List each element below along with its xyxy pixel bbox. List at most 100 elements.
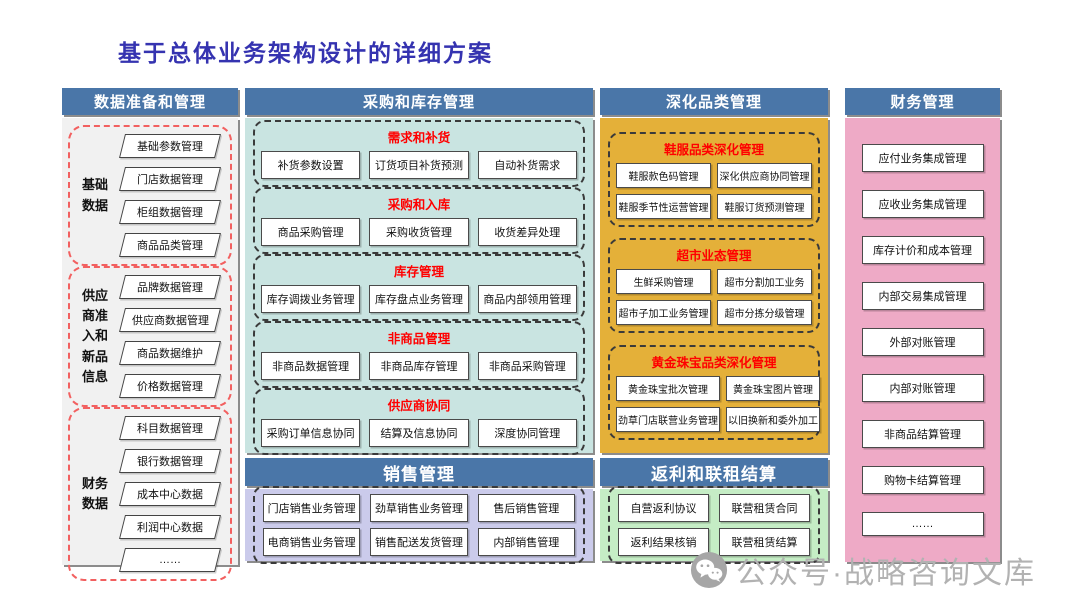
- module-box: 返利结果核销: [618, 528, 709, 556]
- module-box: 利润中心数据: [119, 515, 221, 539]
- sales-row: 门店销售业务管理 劲草销售业务管理 售后销售管理: [263, 494, 575, 522]
- module-box: 联营租赁合同: [719, 494, 810, 522]
- section-title: 超市业态管理: [676, 249, 752, 263]
- module-box: 电商销售业务管理: [263, 528, 361, 556]
- panel-rebate: 自营返利协议 联营租赁合同 返利结果核销 联营租赁结算: [600, 486, 828, 564]
- module-box: 销售配送发货管理: [370, 528, 468, 556]
- module-box: 库存盘点业务管理: [369, 285, 469, 313]
- panel-data-prep: 基础 数据 基础参数管理 门店数据管理 柜组数据管理 商品品类管理 供应 商准 …: [62, 118, 238, 581]
- module-box: 超市分拣分级管理: [717, 300, 812, 325]
- module-box: 非商品采购管理: [477, 352, 577, 380]
- watermark: 公众号·战略咨询文库: [690, 548, 1036, 592]
- panel-sales: 门店销售业务管理 劲草销售业务管理 售后销售管理 电商销售业务管理 销售配送发货…: [245, 486, 593, 564]
- module-box: 劲草销售业务管理: [370, 494, 468, 522]
- module-box: 商品采购管理: [261, 218, 361, 246]
- module-box: 补货参数设置: [261, 151, 361, 179]
- module-box: 银行数据管理: [119, 449, 221, 473]
- section-supermarket: 超市业态管理 生鲜采购管理 超市分割加工业务 超市子加工业务管理 超市分拣分级管…: [608, 238, 820, 333]
- section-supplier-collab: 供应商协同 采购订单信息协同 结算及信息协同 深度协同管理: [253, 388, 585, 455]
- module-box: 非商品结算管理: [861, 420, 984, 448]
- panel-header-procurement: 采购和库存管理: [245, 88, 593, 115]
- module-box: 非商品库存管理: [369, 352, 469, 380]
- group-items: 基础参数管理 门店数据管理 柜组数据管理 商品品类管理: [116, 134, 224, 257]
- module-box: 成本中心数据: [119, 482, 221, 506]
- module-box: 售后销售管理: [477, 494, 575, 522]
- module-box: 内部销售管理: [477, 528, 575, 556]
- section-title: 采购和入库: [387, 198, 451, 212]
- module-box: 商品内部领用管理: [477, 285, 577, 313]
- panel-header-category: 深化品类管理: [600, 88, 828, 115]
- group-label: 基础 数据: [81, 177, 108, 213]
- section-items: 鞋服款色码管理 深化供应商协同管理 鞋服季节性运营管理 鞋服订货预测管理: [616, 162, 812, 219]
- module-label: 柜组数据管理: [137, 207, 203, 219]
- module-box: 商品数据维护: [119, 341, 221, 365]
- section-items: 黄金珠宝批次管理 黄金珠宝图片管理 劲草门店联营业务管理 以旧换新和委外加工: [616, 375, 820, 432]
- group-basic-data: 基础 数据 基础参数管理 门店数据管理 柜组数据管理 商品品类管理: [68, 125, 232, 266]
- panel-finance: 应付业务集成管理 应收业务集成管理 库存计价和成本管理 内部交易集成管理 外部对…: [845, 118, 1000, 562]
- group-supplier-newitem: 供应 商准 入和 新品 信息 品牌数据管理 供应商数据管理 商品数据维护 价格数…: [68, 266, 232, 407]
- section-items: 补货参数设置 订货项目补货预测 自动补货需求: [261, 151, 577, 179]
- module-box: 外部对账管理: [861, 328, 984, 356]
- section-title: 需求和补货: [387, 131, 451, 145]
- section-title: 鞋服品类深化管理: [663, 142, 764, 157]
- module-label: 价格数据管理: [137, 381, 203, 393]
- panel-header-finance: 财务管理: [845, 88, 1000, 115]
- section-inventory: 库存管理 库存调拨业务管理 库存盘点业务管理 商品内部领用管理: [253, 254, 585, 321]
- group-finance-data: 财务 数据 科目数据管理 银行数据管理 成本中心数据 利润中心数据 ……: [68, 407, 232, 581]
- watermark-text: 公众号·战略咨询文库: [736, 557, 1036, 590]
- module-label: 商品数据维护: [137, 348, 203, 360]
- module-label: 商品品类管理: [137, 240, 203, 252]
- module-box: 黄金珠宝图片管理: [726, 375, 820, 401]
- module-box: 品牌数据管理: [119, 275, 221, 299]
- module-box: 库存计价和成本管理: [861, 236, 984, 264]
- section-items: 采购订单信息协同 结算及信息协同 深度协同管理: [261, 419, 577, 447]
- module-box: 内部交易集成管理: [861, 282, 984, 310]
- section-items: 非商品数据管理 非商品库存管理 非商品采购管理: [261, 352, 577, 380]
- module-label: 成本中心数据: [137, 489, 203, 501]
- rebate-row: 自营返利协议 联营租赁合同: [618, 494, 810, 522]
- module-box: 收货差异处理: [477, 218, 577, 246]
- module-box: ……: [861, 512, 984, 536]
- module-label: 基础参数管理: [137, 141, 203, 153]
- module-box: 超市分割加工业务: [717, 269, 812, 294]
- panel-procurement: 需求和补货 补货参数设置 订货项目补货预测 自动补货需求 采购和入库 商品采购管…: [245, 118, 593, 455]
- group-label: 财务 数据: [81, 475, 108, 511]
- module-box: 以旧换新和委外加工: [726, 406, 820, 432]
- module-box: 应付业务集成管理: [861, 144, 984, 172]
- module-box: 结算及信息协同: [369, 419, 469, 447]
- panel-header-sales: 销售管理: [245, 458, 593, 486]
- module-box: 柜组数据管理: [119, 200, 221, 224]
- section-purchase-inbound: 采购和入库 商品采购管理 采购收货管理 收货差异处理: [253, 187, 585, 254]
- wechat-icon: [690, 551, 728, 589]
- section-apparel: 鞋服品类深化管理 鞋服款色码管理 深化供应商协同管理 鞋服季节性运营管理 鞋服订…: [608, 131, 820, 227]
- module-box: 自动补货需求: [477, 151, 577, 179]
- rebate-row: 返利结果核销 联营租赁结算: [618, 528, 810, 556]
- module-box: 联营租赁结算: [719, 528, 810, 556]
- module-box: 采购收货管理: [369, 218, 469, 246]
- module-box: 采购订单信息协同: [261, 419, 361, 447]
- section-title: 黄金珠宝品类深化管理: [651, 355, 777, 370]
- module-label: 科目数据管理: [137, 423, 203, 435]
- sales-items: 门店销售业务管理 劲草销售业务管理 售后销售管理 电商销售业务管理 销售配送发货…: [253, 486, 585, 564]
- module-box: 订货项目补货预测: [369, 151, 469, 179]
- section-title: 库存管理: [393, 265, 444, 279]
- module-label: 供应商数据管理: [131, 315, 209, 327]
- module-box: 门店数据管理: [119, 167, 221, 191]
- module-box: 鞋服款色码管理: [616, 162, 711, 188]
- module-label: 银行数据管理: [137, 456, 203, 468]
- group-items: 科目数据管理 银行数据管理 成本中心数据 利润中心数据 ……: [116, 416, 224, 572]
- module-label: 品牌数据管理: [137, 282, 203, 294]
- sales-row: 电商销售业务管理 销售配送发货管理 内部销售管理: [263, 528, 575, 556]
- module-box: 基础参数管理: [119, 134, 221, 158]
- module-box: 生鲜采购管理: [616, 269, 711, 294]
- module-box: 深化供应商协同管理: [717, 162, 812, 188]
- module-label: 利润中心数据: [137, 522, 203, 534]
- module-box: ……: [119, 548, 221, 572]
- panel-header-rebate: 返利和联租结算: [600, 458, 828, 486]
- group-items: 品牌数据管理 供应商数据管理 商品数据维护 价格数据管理: [116, 275, 224, 398]
- module-box: 非商品数据管理: [261, 352, 361, 380]
- module-label: 门店数据管理: [137, 174, 203, 186]
- section-items: 生鲜采购管理 超市分割加工业务 超市子加工业务管理 超市分拣分级管理: [616, 269, 812, 325]
- module-box: 自营返利协议: [618, 494, 709, 522]
